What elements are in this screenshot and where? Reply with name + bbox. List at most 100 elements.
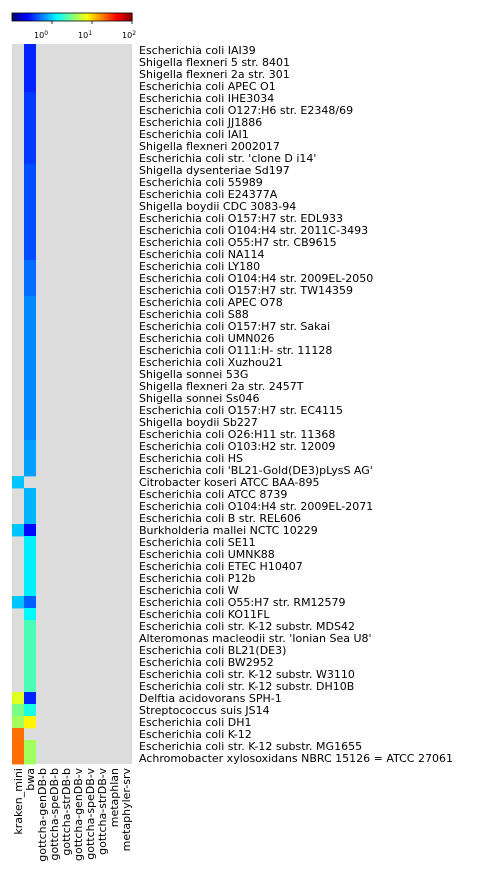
colorbar-segment: [48, 13, 51, 21]
colorbar-segment: [38, 13, 41, 21]
colorbar-segment: [114, 13, 117, 21]
heatmap-cell: [24, 692, 36, 705]
colorbar-segment: [74, 13, 77, 21]
heatmap-cell: [24, 56, 36, 69]
colorbar-segment: [44, 13, 47, 21]
heatmap-cell: [24, 332, 36, 345]
row-label: Escherichia coli ETEC H10407: [139, 560, 303, 573]
heatmap-cell: [12, 692, 24, 705]
heatmap-cell: [12, 716, 24, 729]
colorbar-tick-label: 100: [34, 30, 48, 40]
colorbar-segment: [104, 13, 107, 21]
row-label: Shigella boydii Sb227: [139, 416, 258, 429]
row-label: Escherichia coli UMNK88: [139, 548, 275, 561]
row-label: Escherichia coli O104:H4 str. 2009EL-207…: [139, 500, 373, 513]
row-label: Escherichia coli str. 'clone D i14': [139, 152, 316, 165]
colorbar-segment: [26, 13, 29, 21]
heatmap-cell: [24, 260, 36, 273]
column-label: gottcha-speDB-b: [48, 768, 61, 861]
row-label: Shigella boydii CDC 3083-94: [139, 200, 296, 213]
colorbar-segment: [90, 13, 93, 21]
heatmap-cell: [24, 392, 36, 405]
row-label: Escherichia coli O111:H- str. 11128: [139, 344, 332, 357]
row-label: Shigella flexneri 5 str. 8401: [139, 56, 290, 69]
colorbar-segment: [28, 13, 31, 21]
heatmap-cell: [24, 152, 36, 165]
colorbar-segment: [24, 13, 27, 21]
row-label: Shigella sonnei 53G: [139, 368, 248, 381]
row-label: Escherichia coli B str. REL606: [139, 512, 301, 525]
heatmap-cell: [24, 116, 36, 129]
row-label: Shigella dysenteriae Sd197: [139, 164, 290, 177]
heatmap-cell: [24, 656, 36, 669]
row-label: Escherichia coli SE11: [139, 536, 256, 549]
colorbar-segment: [122, 13, 125, 21]
colorbar-segment: [110, 13, 113, 21]
colorbar-segment: [16, 13, 19, 21]
heatmap-cell: [24, 536, 36, 549]
colorbar-frame: [11, 12, 133, 22]
colorbar-segment: [66, 13, 69, 21]
row-label: Shigella flexneri 2002017: [139, 140, 280, 153]
heatmap-cell: [12, 524, 24, 537]
heatmap-cell: [24, 416, 36, 429]
row-label: Streptococcus suis JS14: [139, 704, 270, 717]
heatmap-cell: [24, 188, 36, 201]
row-label: Escherichia coli ATCC 8739: [139, 488, 287, 501]
colorbar-segment: [32, 13, 35, 21]
colorbar-segment: [36, 13, 39, 21]
colorbar-tick-label: 101: [78, 30, 92, 40]
heatmap-cell: [24, 200, 36, 213]
column-label: metaphlan: [108, 768, 121, 827]
heatmap-cell: [24, 344, 36, 357]
heatmap-cell: [24, 668, 36, 681]
colorbar-segment: [82, 13, 85, 21]
heatmap-cell: [24, 308, 36, 321]
row-label: Escherichia coli O55:H7 str. RM12579: [139, 596, 346, 609]
row-label: Escherichia coli KO11FL: [139, 608, 270, 621]
colorbar-segment: [22, 13, 25, 21]
colorbar-segment: [78, 13, 81, 21]
colorbar-segment: [60, 13, 63, 21]
heatmap-cell: [12, 476, 24, 489]
heatmap-cell: [24, 704, 36, 717]
heatmap-cell: [24, 584, 36, 597]
row-label: Escherichia coli P12b: [139, 572, 255, 585]
heatmap-cell: [24, 596, 36, 609]
colorbar: [11, 12, 133, 24]
row-label: Escherichia coli DH1: [139, 716, 252, 729]
heatmap-cell: [24, 560, 36, 573]
heatmap-cell: [24, 68, 36, 81]
heatmap-cell: [24, 524, 36, 537]
colorbar-segment: [70, 13, 73, 21]
row-label: Escherichia coli BW2952: [139, 656, 274, 669]
colorbar-segment: [96, 13, 99, 21]
colorbar-segment: [46, 13, 49, 21]
row-label: Burkholderia mallei NCTC 10229: [139, 524, 318, 537]
heatmap-cells: [12, 44, 132, 765]
row-label: Escherichia coli str. K-12 substr. W3110: [139, 668, 355, 681]
colorbar-segment: [62, 13, 65, 21]
row-label: Escherichia coli IAI39: [139, 44, 256, 57]
colorbar-segment: [50, 13, 53, 21]
heatmap-cell: [24, 440, 36, 453]
row-label: Escherichia coli O157:H7 str. TW14359: [139, 284, 353, 297]
heatmap-cell: [24, 464, 36, 477]
row-label: Escherichia coli UMN026: [139, 332, 275, 345]
heatmap-cell: [24, 284, 36, 297]
heatmap-cell: [24, 320, 36, 333]
row-label: Escherichia coli O157:H7 str. Sakai: [139, 320, 330, 333]
heatmap-cell: [24, 140, 36, 153]
row-label: Escherichia coli 55989: [139, 176, 263, 189]
row-label: Escherichia coli str. K-12 substr. MG165…: [139, 740, 362, 753]
colorbar-segment: [86, 13, 89, 21]
heatmap-cell: [24, 644, 36, 657]
row-label: Escherichia coli O104:H4 str. 2009EL-205…: [139, 272, 373, 285]
colorbar-segment: [30, 13, 33, 21]
heatmap-cell: [12, 596, 24, 609]
row-label: Escherichia coli str. K-12 substr. MDS42: [139, 620, 355, 633]
colorbar-segment: [94, 13, 97, 21]
row-label: Alteromonas macleodii str. 'Ionian Sea U…: [139, 632, 372, 645]
heatmap-cell: [24, 608, 36, 621]
